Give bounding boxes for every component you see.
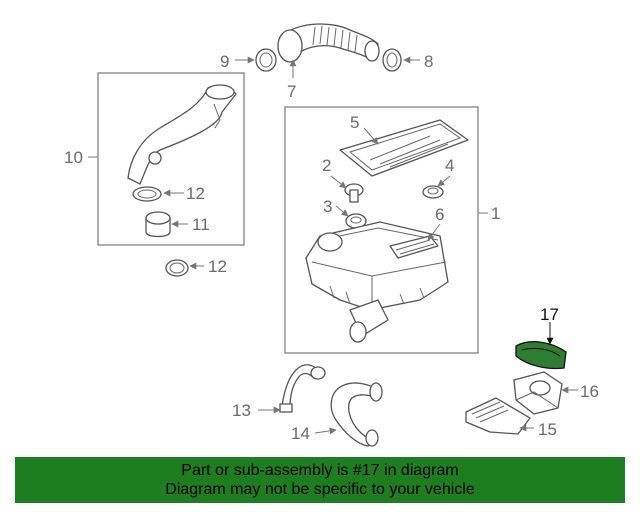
callout-10: 10 (64, 148, 83, 167)
callout-7: 7 (287, 82, 296, 101)
part-9-clamp[interactable] (255, 48, 277, 72)
part-11-coupler[interactable] (145, 211, 171, 238)
callout-4: 4 (445, 156, 454, 175)
group-box-air-cleaner (284, 106, 479, 354)
part-14-resonator-hose[interactable] (330, 382, 383, 447)
callouts: 9 8 7 10 12 11 12 5 2 4 3 6 1 13 14 16 1… (64, 52, 599, 443)
parts-diagram: 9 8 7 10 12 11 12 5 2 4 3 6 1 13 14 16 1… (64, 23, 599, 447)
callout-15: 15 (538, 420, 557, 439)
part-15-inlet-duct[interactable] (465, 397, 531, 435)
part-8-clamp[interactable] (382, 48, 402, 72)
callout-14: 14 (291, 424, 310, 443)
part-1-housing[interactable] (305, 221, 449, 343)
callout-6: 6 (435, 205, 444, 224)
banner-line-1: Part or sub-assembly is #17 in diagram (181, 462, 459, 479)
callout-11: 11 (192, 215, 210, 234)
part-4-grommet[interactable] (422, 185, 444, 199)
part-5-cover[interactable] (339, 119, 469, 177)
group-box-left (97, 72, 245, 246)
part-12-clamp-upper[interactable] (132, 186, 162, 202)
part-13-breather-hose[interactable] (279, 364, 326, 413)
callout-2: 2 (322, 156, 331, 175)
part-12-clamp-lower[interactable] (165, 259, 189, 277)
callout-17: 17 (540, 305, 559, 324)
part-2-bolt[interactable] (344, 183, 364, 203)
callout-12-lower: 12 (208, 257, 227, 276)
part-17-highlighted[interactable] (515, 341, 567, 370)
callout-8: 8 (424, 52, 433, 71)
callout-9: 9 (220, 52, 229, 71)
callout-1: 1 (491, 204, 500, 223)
info-banner: Part or sub-assembly is #17 in diagram D… (15, 457, 625, 503)
part-16-adapter[interactable] (513, 371, 563, 415)
part-7-intake-hose[interactable] (277, 23, 380, 63)
leader-lines (88, 56, 578, 435)
callout-12-upper: 12 (186, 184, 205, 203)
callout-16: 16 (580, 382, 599, 401)
callout-3: 3 (323, 197, 332, 216)
callout-13: 13 (232, 401, 251, 420)
callout-5: 5 (350, 113, 359, 132)
banner-line-2: Diagram may not be specific to your vehi… (165, 481, 475, 498)
part-10-outlet-duct[interactable] (127, 84, 237, 185)
